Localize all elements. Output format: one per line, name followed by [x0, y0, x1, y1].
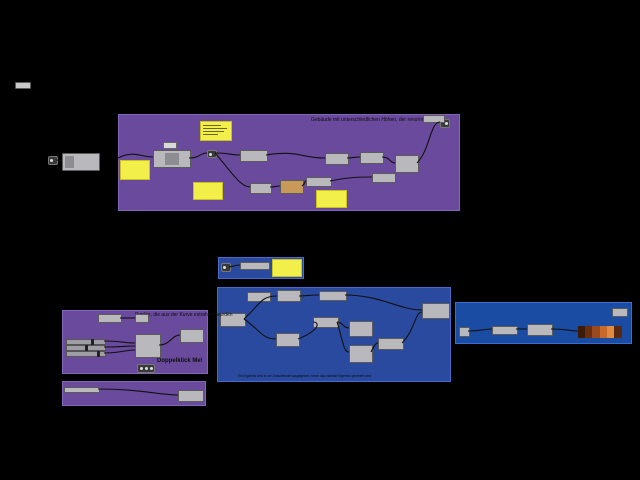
group-center-big-footer: Ein Ergebnis wird in der Zwischenzeit au… [238, 374, 371, 378]
toggle-lm[interactable] [137, 364, 155, 373]
node-cb-b[interactable] [247, 292, 271, 302]
node-top-b[interactable] [240, 150, 268, 162]
node-cb-j[interactable] [422, 303, 450, 319]
node-top-g[interactable] [306, 177, 332, 187]
node-top-j[interactable] [423, 115, 445, 123]
group-left-mid-title: Punkte, die aus der Kurve extrahiert wur… [135, 312, 233, 318]
node-cb-c[interactable] [277, 290, 301, 302]
node-cb-h[interactable] [349, 345, 373, 363]
group-left-mid-subtitle: Doppelklick Me! [157, 358, 203, 364]
input-node[interactable] [62, 153, 100, 171]
node-top-d[interactable] [280, 180, 304, 194]
node-cb-g[interactable] [349, 321, 373, 337]
toggle-top-a[interactable] [207, 150, 217, 158]
note-yellow-4 [316, 190, 347, 208]
node-cb-e[interactable] [276, 333, 300, 347]
note-yellow-1 [200, 121, 232, 141]
node-r-b[interactable] [492, 326, 518, 335]
note-yellow-3 [193, 182, 223, 200]
note-center-small [272, 259, 302, 277]
node-cb-d[interactable] [319, 291, 347, 301]
node-lm-c[interactable] [135, 334, 161, 358]
toggle-top-right[interactable] [440, 119, 450, 128]
node-lm-b[interactable] [135, 314, 149, 323]
node-cb-f[interactable] [313, 317, 339, 328]
group-top-title: Gebäude mit unterschiedlichen Höhen, der… [311, 117, 448, 123]
gradient-palette[interactable] [578, 326, 622, 338]
node-cb-i[interactable] [378, 338, 404, 350]
slider-3[interactable] [66, 351, 106, 357]
tag-top-a [163, 142, 177, 149]
node-r-c[interactable] [527, 324, 553, 336]
note-yellow-2 [120, 160, 150, 180]
node-ll-b[interactable] [178, 390, 204, 402]
node-top-f[interactable] [360, 152, 384, 164]
param-widget[interactable] [15, 82, 31, 89]
node-top-h[interactable] [372, 173, 396, 183]
node-top-i[interactable] [395, 155, 419, 173]
node-center-small[interactable] [240, 262, 270, 270]
node-r-a[interactable] [459, 327, 470, 337]
node-top-c[interactable] [250, 183, 272, 194]
node-r-d[interactable] [612, 308, 628, 317]
toggle-center-small[interactable] [221, 263, 231, 272]
node-ll-a[interactable] [64, 387, 100, 393]
node-top-a[interactable] [153, 150, 191, 168]
node-lm-d[interactable] [180, 329, 204, 343]
slider-2[interactable] [66, 345, 106, 351]
toggle-node[interactable] [48, 156, 58, 165]
node-top-e[interactable] [325, 153, 349, 165]
node-lm-a[interactable] [98, 314, 122, 323]
